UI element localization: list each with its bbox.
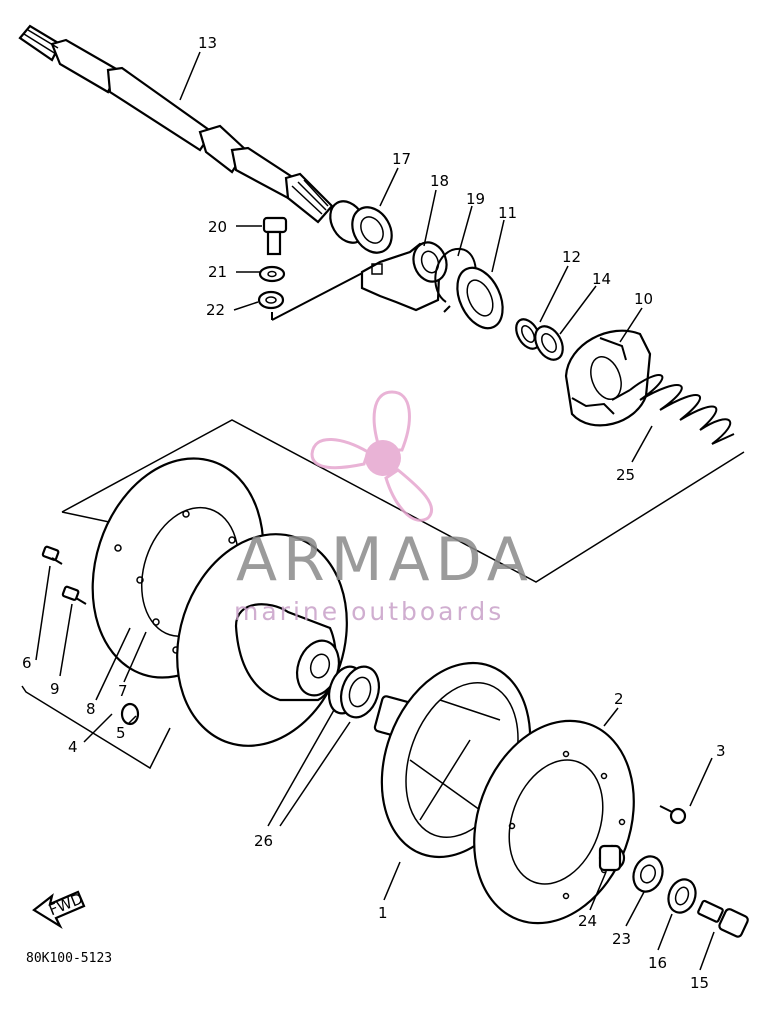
propeller-logo-icon [310,390,434,522]
callout-14: 14 [592,270,611,288]
clutch-hub [176,533,348,747]
callout-4: 4 [68,738,78,756]
callout-19: 19 [466,190,485,208]
leader-lines [35,51,715,971]
callout-labels: 13 17 18 19 11 20 21 22 12 14 10 25 6 9 … [22,34,726,992]
washer-23 [632,855,664,893]
callout-21: 21 [208,263,227,281]
circlip [434,247,477,303]
screw-9 [61,585,87,605]
callout-8: 8 [86,700,96,718]
watermark-tagline: marine outboards [234,597,504,626]
shaft-holder [360,241,448,312]
callout-10: 10 [634,290,653,308]
bracket-line-20-22 [271,267,373,321]
compression-spring [611,374,735,445]
washer-16 [667,878,697,914]
watermark-brand: ARMADA [236,525,534,595]
callout-1: 1 [378,904,388,922]
callout-18: 18 [430,172,449,190]
callout-7: 7 [118,682,128,700]
collar [598,844,626,872]
bushing [327,665,381,719]
thrust-washer [456,266,504,330]
propeller-shaft [18,24,334,224]
callout-6: 6 [22,654,32,672]
callout-3: 3 [716,742,726,760]
callout-9: 9 [50,680,60,698]
callout-12: 12 [562,248,581,266]
bolt-20 [262,216,288,256]
callout-11: 11 [498,204,517,222]
washer-21 [258,265,286,283]
callout-13: 13 [198,34,217,52]
callout-16: 16 [648,954,667,972]
callout-20: 20 [208,218,227,236]
armada-watermark: ARMADA marine outboards [234,390,534,626]
callout-26: 26 [254,832,273,850]
ball-bearing [329,200,393,254]
callout-22: 22 [206,301,225,319]
bolt-3 [659,805,687,825]
screw-6 [41,545,63,565]
bracket-group-4 [21,685,171,770]
washer-22 [257,290,285,310]
diagram-code: 80K100-5123 [26,951,112,966]
callout-24: 24 [578,912,597,930]
callout-2: 2 [614,690,624,708]
callout-23: 23 [612,930,631,948]
washer-14 [534,325,564,361]
callout-25: 25 [616,466,635,484]
callout-5: 5 [116,724,126,742]
callout-17: 17 [392,150,411,168]
dog-clutch [564,329,652,427]
fwd-arrow-icon: FWD [32,890,86,929]
callout-15: 15 [690,974,709,992]
bolt-15 [697,899,749,938]
